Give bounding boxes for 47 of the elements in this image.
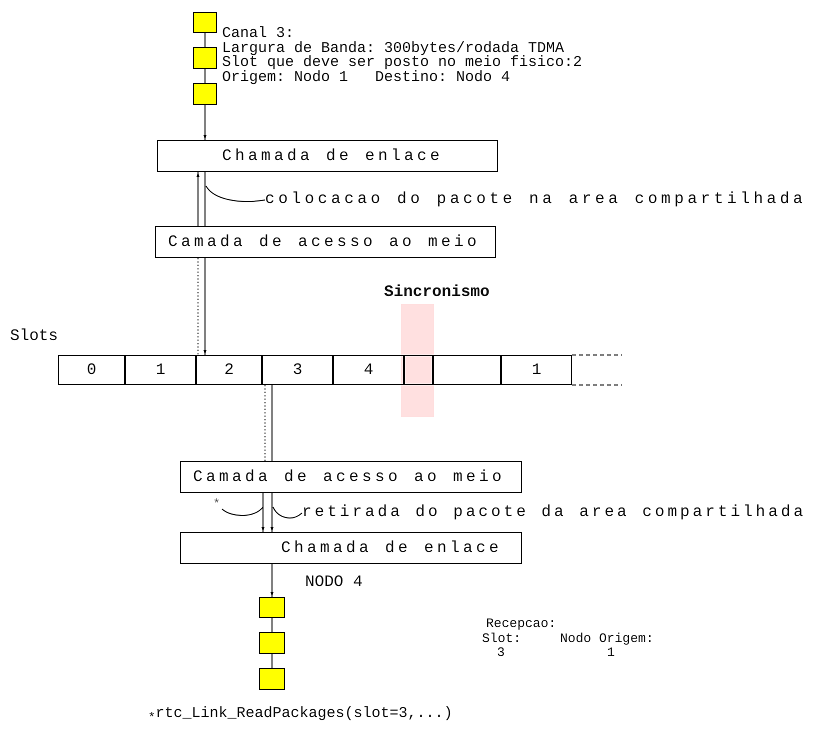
arrow (204, 104, 206, 140)
node-label: NODO 4 (305, 574, 363, 592)
leader-line (222, 506, 264, 516)
arrow (270, 492, 274, 532)
channel-info: Slot que deve ser posto no meio fisico:2 (222, 55, 582, 71)
column-header: Slot: (482, 632, 522, 646)
reception-title: Recepcao: (486, 617, 556, 632)
channel-info: Canal 3: (222, 26, 294, 42)
layer-box: Chamada de enlace (180, 532, 522, 564)
layer-box: Chamada de enlace (157, 140, 498, 172)
buffer-slot (193, 83, 217, 105)
function-call-note: $_{*}$rtc_Link_ReadPackages(slot=3,...) (148, 706, 453, 726)
buffer-slot (259, 668, 285, 690)
time-slot: 3 (262, 355, 333, 385)
time-slot: 2 (196, 355, 262, 385)
slots-label: Slots (10, 328, 58, 346)
buffer-slot (259, 632, 285, 654)
time-slot: 1 (125, 355, 196, 385)
time-slot: 4 (333, 355, 404, 385)
sync-label: Sincronismo (384, 284, 490, 302)
channel-info: Origem: Nodo 1 Destino: Nodo 4 (222, 70, 510, 86)
connector-line (204, 68, 206, 84)
column-header: Nodo Origem: (560, 632, 654, 646)
table-value: 1 (607, 646, 615, 660)
arrow (196, 172, 200, 226)
buffer-slot (193, 47, 217, 69)
buffer-slot (193, 12, 217, 33)
leader-line (206, 186, 266, 202)
time-slot: 1 (501, 355, 572, 385)
layer-box: Camada de acesso ao meio (155, 226, 496, 258)
connector-line (204, 32, 206, 48)
footnote-mark: * (213, 497, 220, 511)
channel-info: Largura de Banda: 300bytes/rodada TDMA (222, 40, 564, 56)
layer-box: Camada de acesso ao meio (180, 461, 522, 493)
table-value: 3 (497, 646, 505, 660)
arrow (262, 492, 264, 532)
annotation-text: retirada do pacote da area compartilhada (302, 503, 806, 521)
time-slot (404, 355, 433, 385)
annotation-text: colocacao do pacote na area compartilhada (265, 190, 806, 208)
buffer-slot (259, 597, 285, 618)
time-slot: 0 (58, 355, 125, 385)
leader-line (272, 506, 302, 518)
connector-line (204, 172, 206, 226)
time-slot (433, 355, 501, 385)
connector-line (264, 384, 266, 462)
arrow (270, 564, 274, 598)
arrow (204, 258, 206, 356)
